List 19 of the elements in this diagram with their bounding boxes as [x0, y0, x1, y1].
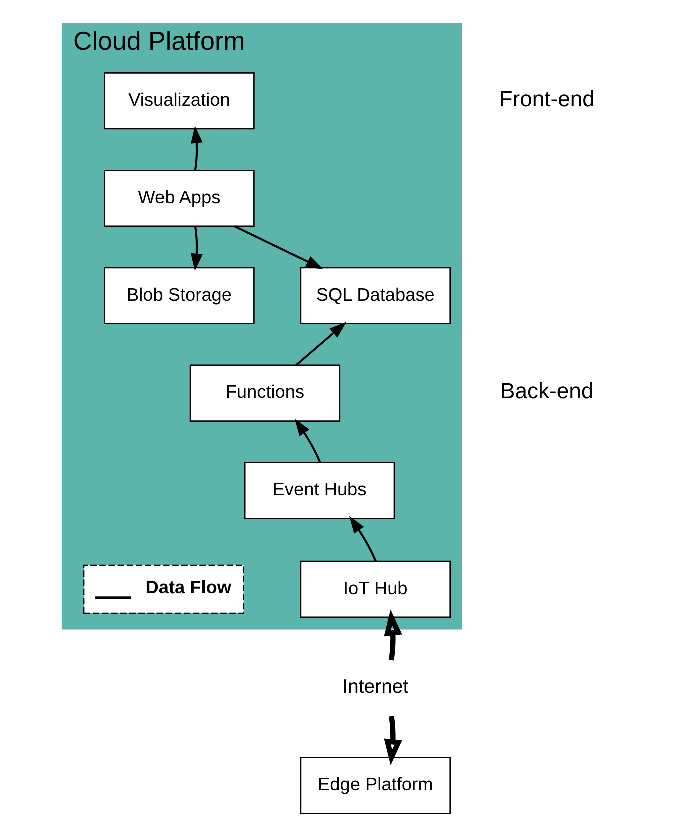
node-box: Web Apps	[104, 170, 254, 228]
arrow	[234, 226, 323, 270]
node-box: SQL Database	[300, 267, 450, 325]
label: Front-end	[498, 86, 594, 112]
arrow	[294, 418, 321, 464]
node-box: Functions	[189, 364, 340, 422]
arrow	[295, 322, 346, 366]
arrow	[190, 126, 202, 171]
label: Back-end	[500, 378, 594, 404]
node-text: Internet	[342, 676, 408, 698]
node-box: Visualization	[104, 72, 254, 130]
node-box: Blob Storage	[104, 267, 254, 325]
arrow	[348, 516, 376, 562]
node-box: Event Hubs	[244, 462, 395, 520]
arrow	[384, 716, 402, 766]
arrow	[190, 226, 202, 272]
node-box: Edge Platform	[300, 757, 450, 814]
legend-label: Data Flow	[145, 578, 232, 598]
node-box: IoT Hub	[300, 560, 450, 618]
